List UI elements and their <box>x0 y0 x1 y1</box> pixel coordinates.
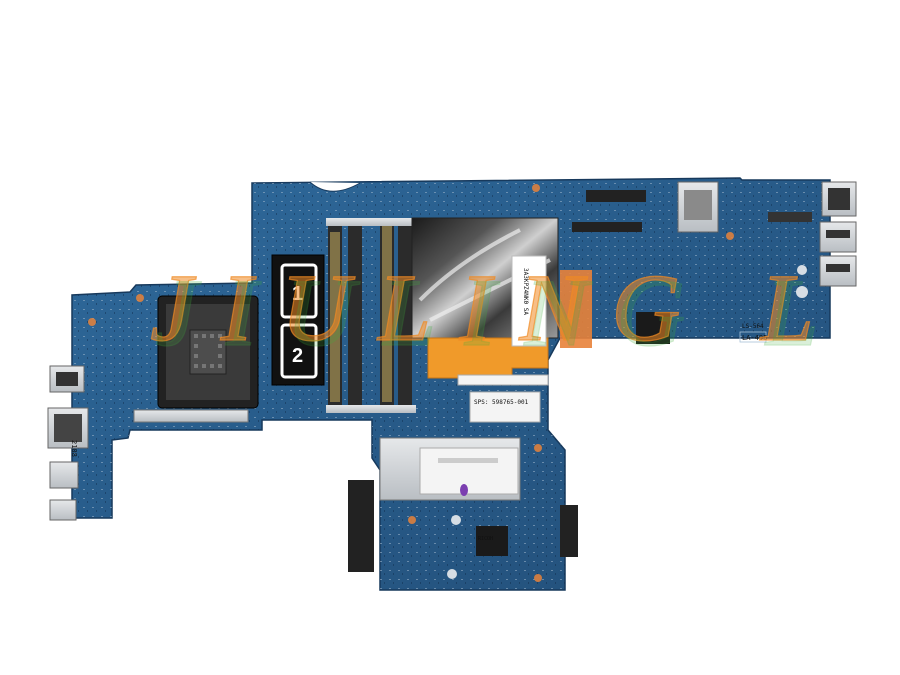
kapton-tape-right <box>560 270 592 348</box>
right-ports <box>819 181 857 287</box>
left-ports: 2108 <box>47 365 89 521</box>
silkscreen-rev: LS-564 <box>742 323 764 330</box>
svg-text:3A3KPZ4NK0 SA: 3A3KPZ4NK0 SA <box>522 268 529 315</box>
cpu-socket <box>157 295 259 409</box>
watermark-text-shadow: JIULING L <box>155 259 847 366</box>
memory-slot-label-sticker: 1 2 <box>271 254 325 386</box>
main-chip-right <box>636 312 670 344</box>
drive-connector-left <box>348 480 374 572</box>
drive-connector-right <box>560 505 578 557</box>
top-connector <box>586 190 646 202</box>
kapton-tape <box>427 337 549 379</box>
screw-holes <box>447 265 808 579</box>
silkscreen-model: LA-495 <box>742 334 767 342</box>
pcb-components-texture <box>72 178 830 590</box>
spare-part-label: SPS: 598765-001 <box>474 399 529 406</box>
memory-slot-1-label: 1 <box>292 283 303 305</box>
memory-slot-2-label: 2 <box>292 345 303 367</box>
watermark-text: JIULING L <box>150 254 842 361</box>
chip-brand: RICOH <box>478 536 493 542</box>
memory-slots <box>326 218 416 413</box>
left-port-label: 2108 <box>70 440 78 457</box>
cpu-retention-bar <box>133 409 249 423</box>
mounting-holes <box>88 184 734 582</box>
controller-chip <box>476 526 508 556</box>
